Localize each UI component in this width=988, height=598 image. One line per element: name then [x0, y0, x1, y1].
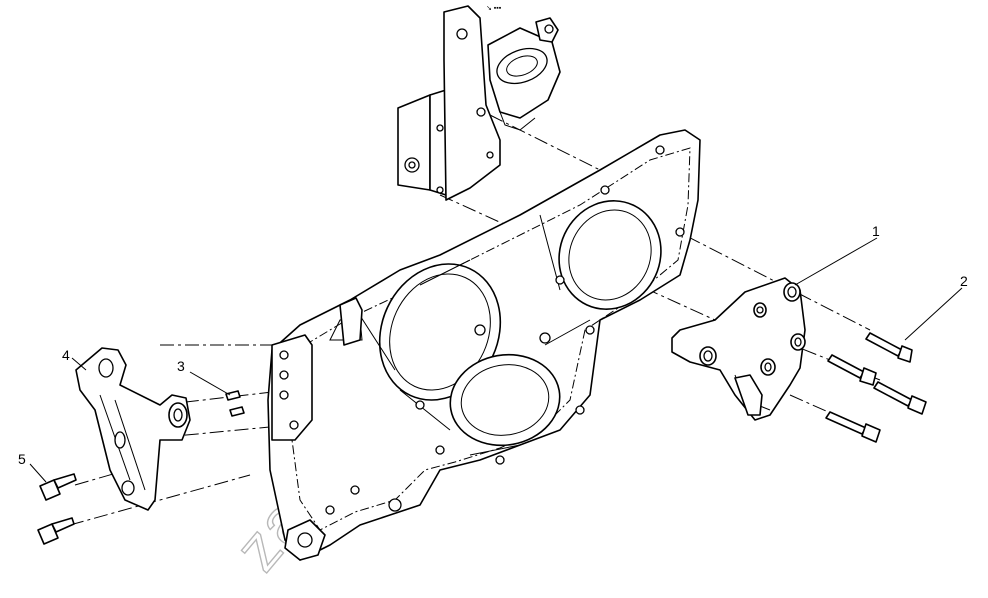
lifting-bracket	[75, 347, 191, 511]
bolt-5b	[37, 517, 75, 545]
callout-5-label: 5	[18, 451, 26, 467]
dowel-pins	[225, 390, 245, 417]
bracket-bolts	[825, 332, 927, 443]
front-cover	[267, 129, 701, 561]
callout-3-label: 3	[177, 358, 185, 374]
upper-bracket: ↘ ▪▪▪	[397, 5, 561, 201]
callout-1-label: 1	[872, 223, 880, 239]
bolt-2b	[827, 354, 877, 386]
callout-2: 2	[904, 273, 968, 341]
bolt-5a	[39, 473, 77, 501]
bolt-2d	[825, 411, 881, 443]
alternator-bracket	[671, 277, 806, 421]
callout-4-label: 4	[62, 347, 70, 363]
callout-5: 5	[18, 451, 47, 483]
callout-4: 4	[62, 347, 87, 371]
callout-3: 3	[177, 358, 231, 396]
marker-tick: ↘ ▪▪▪	[486, 5, 502, 12]
bolt-2c	[873, 381, 927, 415]
callout-1: 1	[794, 223, 880, 286]
lifting-bracket-bolts	[37, 473, 77, 545]
callout-2-label: 2	[960, 273, 968, 289]
bolt-2a	[865, 332, 913, 363]
